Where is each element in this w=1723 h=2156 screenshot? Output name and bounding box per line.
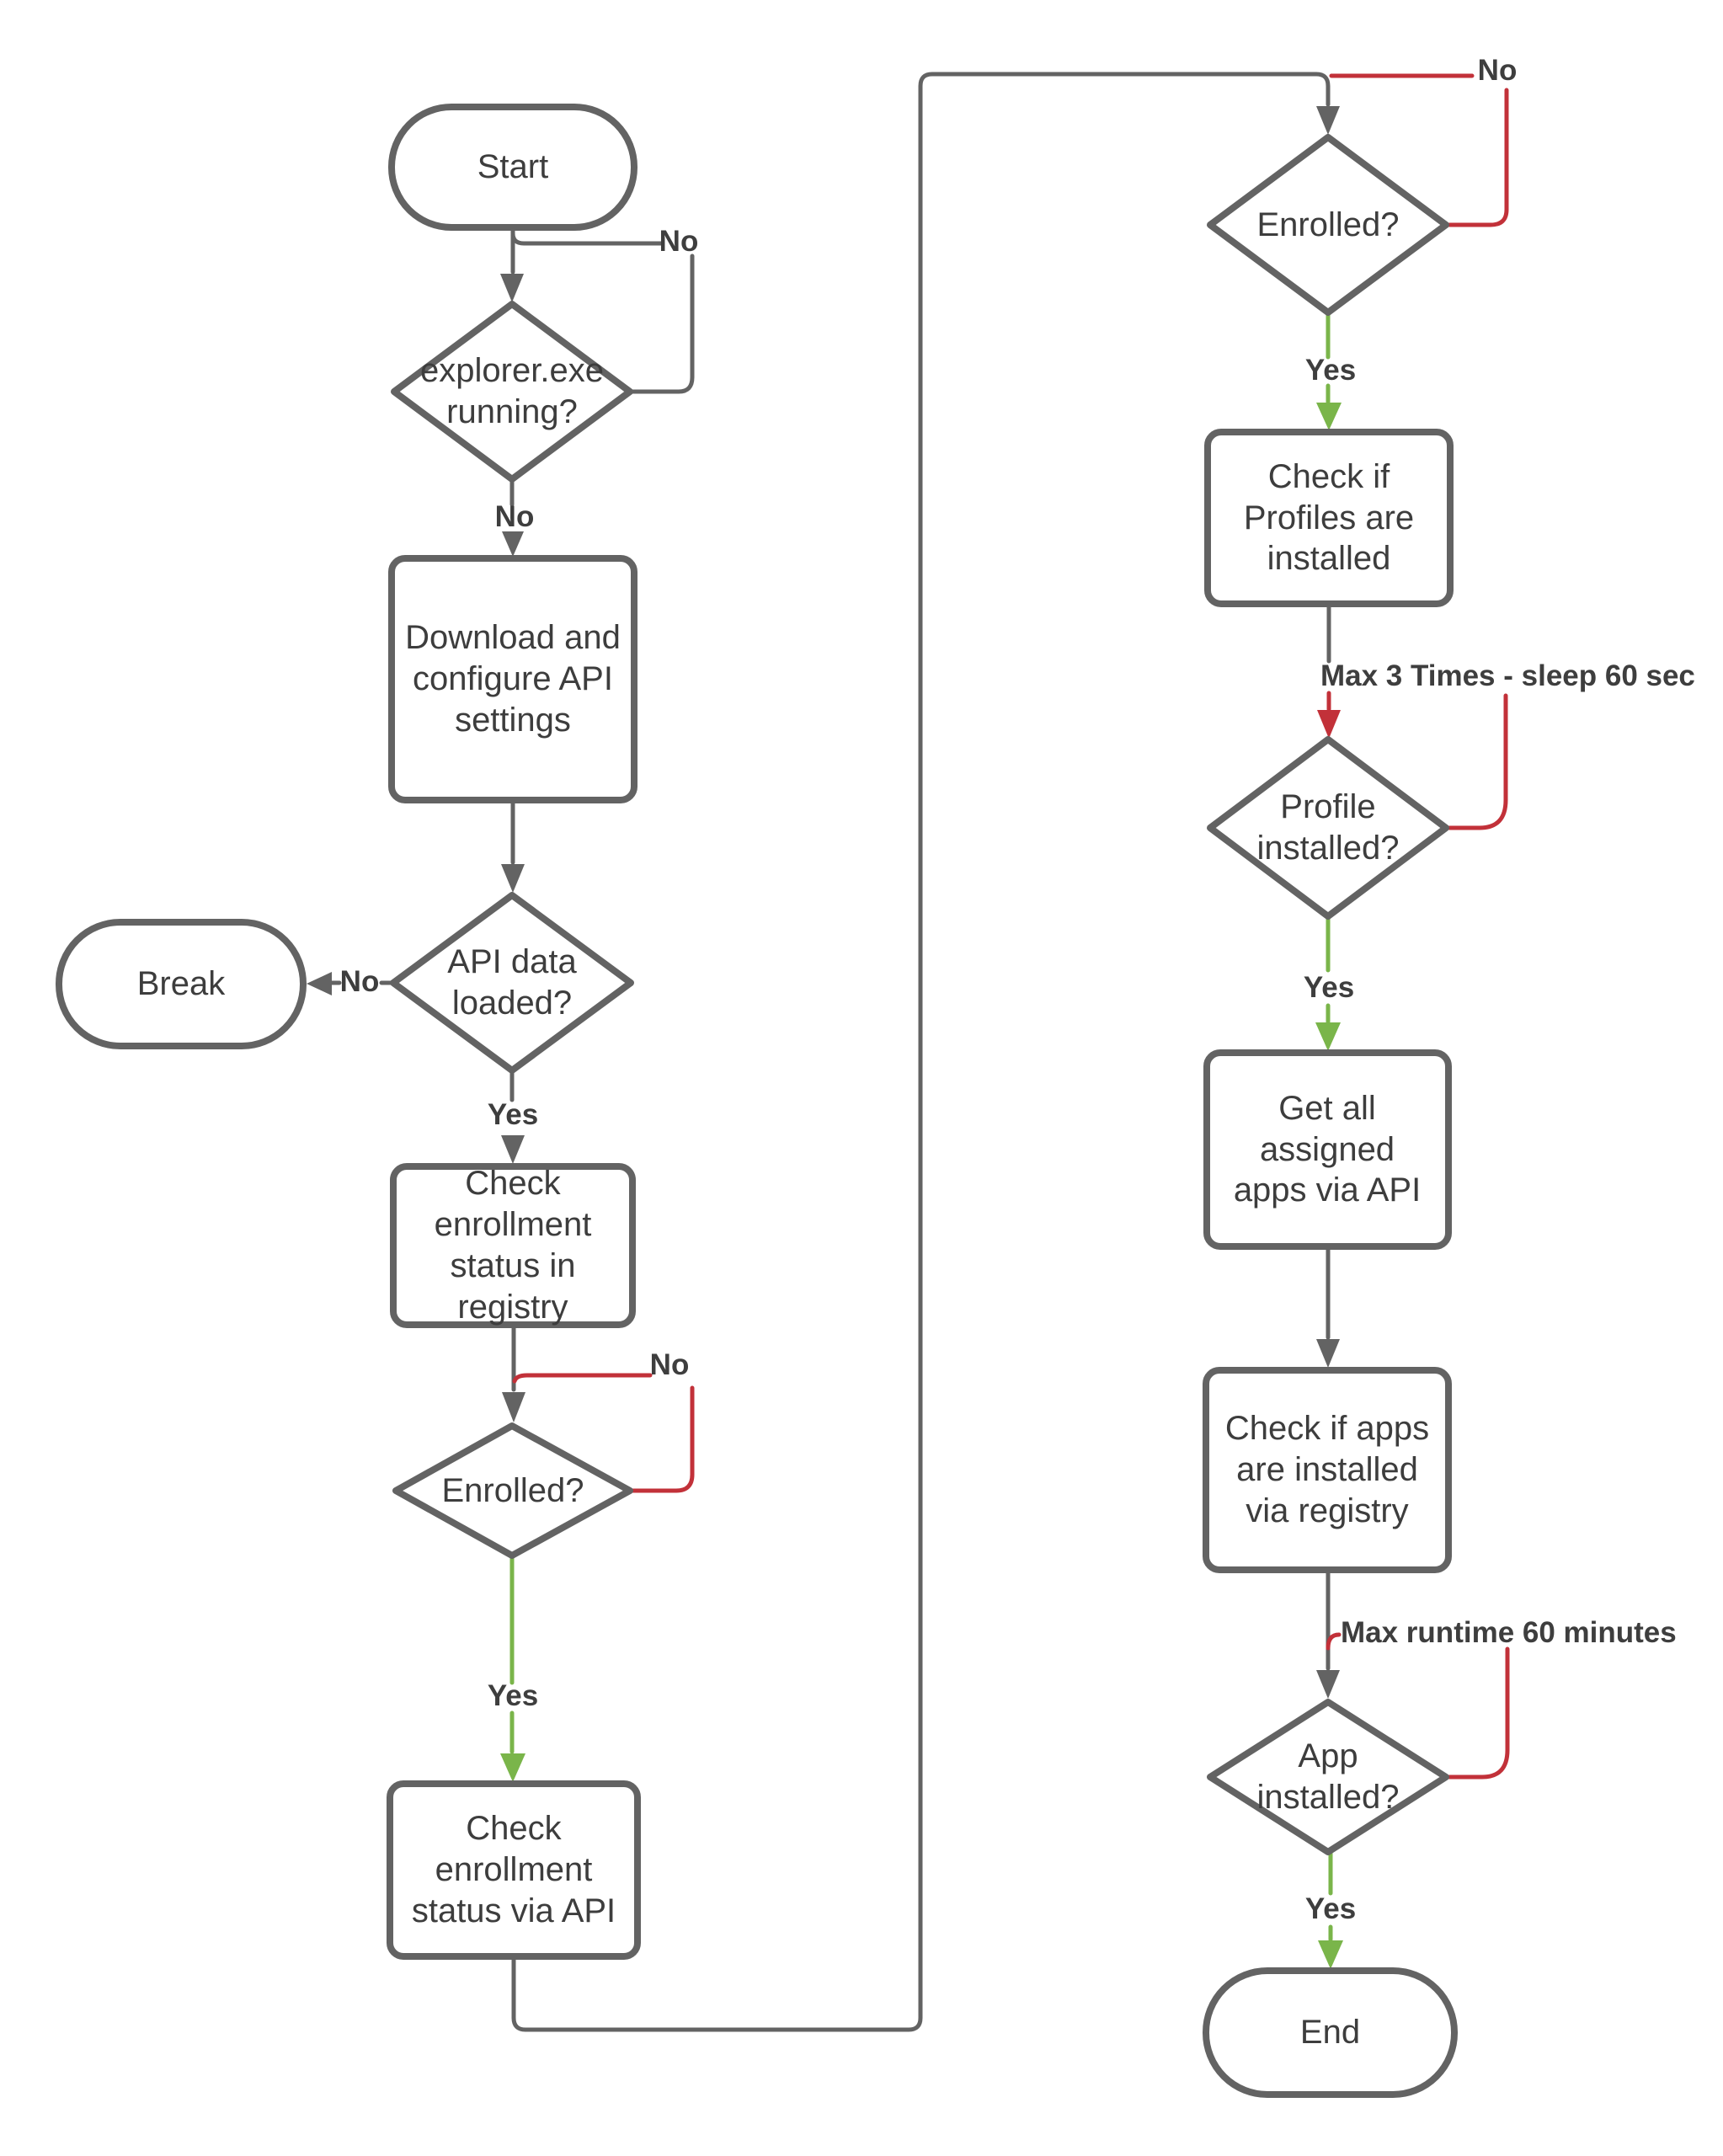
arrowhead-into-download [502,531,524,557]
check-profiles-shape [1204,429,1454,607]
start-shape [388,104,637,231]
edge-enrolled-api-no-loop [1329,73,1509,227]
arrowhead-into-getapps [1315,1022,1341,1051]
arrowhead-into-api [501,864,525,893]
edge-app-retry-tick [1326,1632,1342,1651]
get-apps-shape [1203,1049,1452,1250]
arrowhead-into-break [307,972,332,995]
check-enroll-registry-shape [390,1163,636,1328]
check-enroll-api-shape [387,1780,641,1960]
break-shape [56,919,307,1049]
api-data-loaded-shape [390,892,634,1074]
profile-installed-shape [1207,736,1449,920]
app-installed-shape [1207,1699,1449,1855]
arrowhead-into-app-installed [1316,1670,1340,1699]
enrolled-registry-shape [392,1422,633,1559]
arrowhead-into-profile-installed [1317,710,1341,739]
arrowhead-into-enrolled-registry [502,1392,525,1422]
edge-explorer-retry-loop [510,231,695,394]
arrowhead-into-registry [501,1135,525,1164]
explorer-running-shape [391,301,633,483]
end-shape [1203,1967,1458,2098]
edge-connector-to-right-column [511,72,1331,2032]
arrowhead-into-checkapi [500,1753,525,1782]
arrowhead-into-end [1318,1940,1343,1969]
enrolled-api-shape [1207,134,1449,316]
arrowhead-into-enrolled-api [1316,106,1340,135]
edge-enrolled-registry-no-loop [512,1373,695,1493]
edge-app-retry-loop [1447,1646,1510,1780]
arrowhead-into-profiles [1316,403,1342,430]
download-configure-shape [388,555,637,803]
edge-profile-retry-loop [1447,693,1508,830]
check-apps-shape [1203,1367,1452,1573]
arrowhead-into-checkapps [1316,1339,1340,1368]
arrowhead-into-explorer [500,274,524,302]
